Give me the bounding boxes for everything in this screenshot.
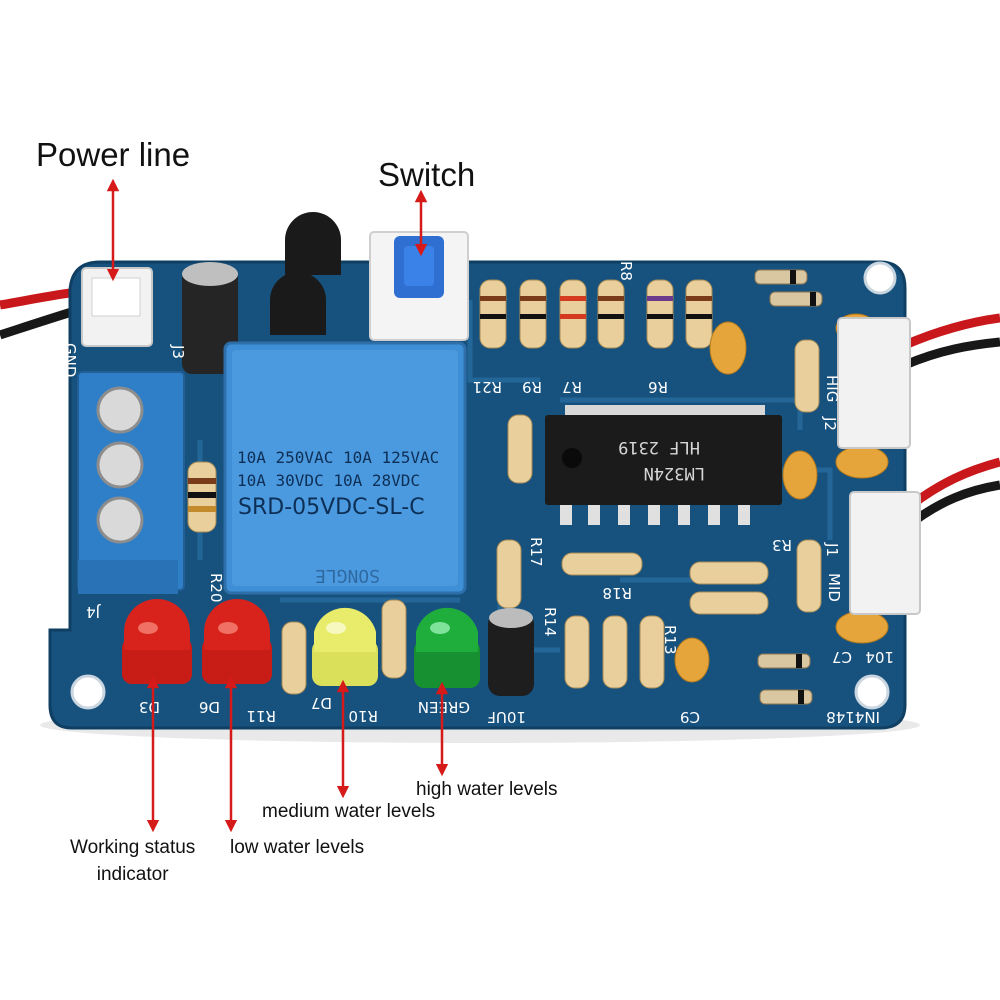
silk-gnd: GND (61, 343, 79, 377)
relay-rating-line1: 10A 250VAC 10A 125VAC (237, 448, 439, 467)
resistor-bands-top (480, 296, 712, 319)
relay-model: SRD-05VDC-SL-C (238, 495, 425, 520)
silk-j2: J2 (821, 416, 839, 431)
label-working-status: Working status indicator (70, 834, 195, 888)
led-d3-red (122, 599, 192, 684)
label-switch: Switch (378, 156, 476, 193)
ic-brand: HLF 2319 (618, 437, 700, 457)
ic-lm324 (545, 405, 782, 525)
led-green (414, 607, 480, 688)
label-high-water: high water levels (416, 779, 558, 800)
silkscreen: D3 D6 R11 D7 R10 GREEN 10UF C9 IN4148 C7… (61, 261, 894, 726)
silk-r13: R13 (661, 625, 679, 655)
silk-j3: J3 (169, 344, 187, 359)
power-connector (81, 267, 153, 347)
led-d7-yellow (312, 607, 378, 686)
silk-r8: R8 (617, 261, 635, 281)
silk-r20: R20 (207, 573, 225, 603)
silk-10uf: 10UF (487, 708, 526, 726)
mounting-holes (70, 261, 897, 710)
annotation-arrows (106, 178, 449, 833)
silk-r14: R14 (541, 607, 559, 637)
silk-d7: D7 (311, 694, 332, 712)
silk-r11: R11 (246, 707, 276, 725)
label-medium-water: medium water levels (262, 801, 436, 822)
silk-j4: J4 (86, 603, 101, 621)
silk-c7: C7 (832, 648, 852, 666)
silk-r10: R10 (348, 707, 378, 725)
label-low-water: low water levels (230, 837, 365, 858)
transistors (270, 212, 341, 335)
silk-r3: R3 (772, 536, 792, 554)
silk-mid: MID (825, 573, 843, 602)
label-working-status-line1: Working status (70, 837, 196, 858)
push-switch (369, 231, 469, 341)
ic-markings: HLF 2319 LM324N (618, 437, 705, 483)
silk-c9: C9 (680, 708, 700, 726)
silk-hig: HIG (823, 375, 841, 402)
silk-r17: R17 (527, 537, 545, 567)
silk-in4148: IN4148 (826, 708, 880, 726)
sensor-connectors (837, 317, 921, 615)
led-d6-red (202, 599, 272, 684)
diodes (754, 269, 823, 705)
electrolytic-capacitor-10uf (488, 608, 534, 696)
relay-markings: 10A 250VAC 10A 125VAC 10A 30VDC 10A 28VD… (237, 448, 439, 586)
silk-r21: R21 (472, 378, 502, 396)
resistor-r20 (187, 461, 217, 533)
relay-brand: SONGLE (315, 565, 380, 586)
silk-r7: R7 (562, 378, 582, 396)
relay-rating-line2: 10A 30VDC 10A 28VDC (237, 471, 420, 490)
silk-j1: J1 (823, 542, 841, 557)
label-working-status-line2: indicator (96, 864, 169, 885)
relay (223, 341, 467, 595)
ic-model: LM324N (644, 463, 705, 483)
silk-d6: D6 (199, 698, 220, 716)
label-power-line: Power line (36, 136, 191, 173)
silk-104: 104 (865, 648, 894, 666)
sensor-wires-top (903, 313, 1000, 370)
silk-d3: D3 (139, 698, 160, 716)
silk-r9: R9 (522, 378, 542, 396)
silk-r6: R6 (648, 378, 668, 396)
silk-green: GREEN (418, 698, 470, 716)
silk-r18: R18 (602, 584, 632, 602)
resistor-row-bottom (281, 339, 822, 695)
screw-terminal (77, 371, 185, 594)
